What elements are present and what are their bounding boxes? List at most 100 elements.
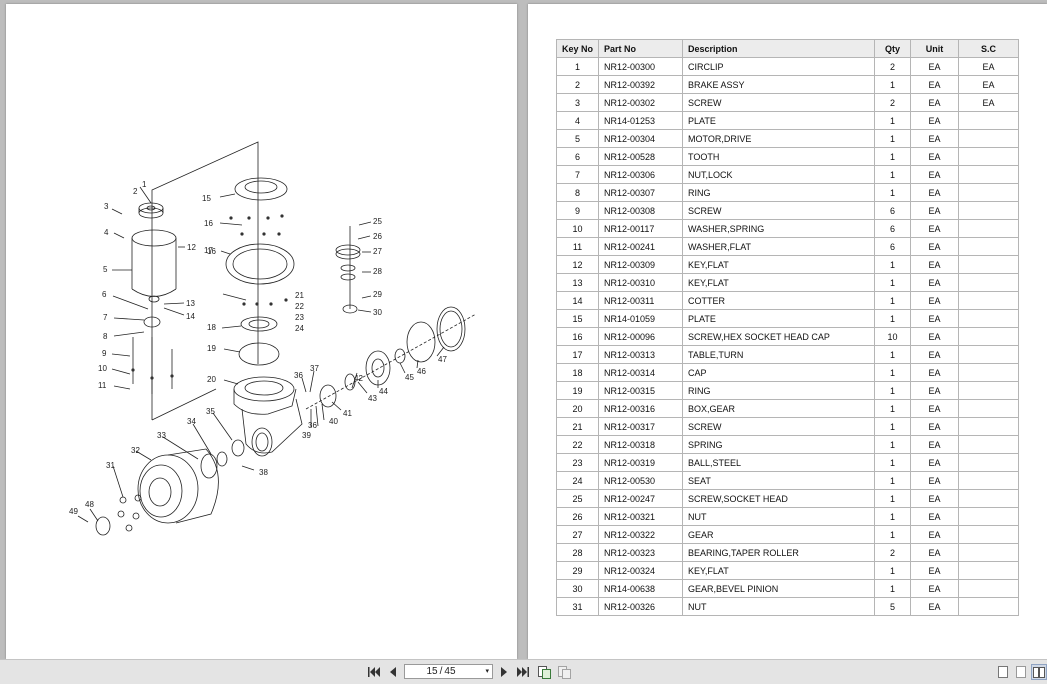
cell-sc xyxy=(958,489,1020,508)
cell-description: BOX,GEAR xyxy=(682,399,876,418)
cell-sc xyxy=(958,525,1020,544)
cell-unit: EA xyxy=(910,471,960,490)
cell-description: GEAR,BEVEL PINION xyxy=(682,579,876,598)
cell-qty: 1 xyxy=(874,417,912,436)
cell-part-no: NR12-00117 xyxy=(598,219,684,238)
prev-page-icon[interactable] xyxy=(385,664,401,680)
cell-key-no: 30 xyxy=(555,579,600,598)
cell-description: SCREW xyxy=(682,417,876,436)
cell-sc xyxy=(958,309,1020,328)
cell-unit: EA xyxy=(910,111,960,130)
cell-qty: 1 xyxy=(874,309,912,328)
cell-qty: 2 xyxy=(874,93,912,112)
next-page-icon[interactable] xyxy=(496,664,512,680)
cell-description: TABLE,TURN xyxy=(682,345,876,364)
callout-label: 4 xyxy=(104,228,109,237)
page-number-field[interactable]: 15/45 ▾ xyxy=(404,664,493,679)
cell-key-no: 14 xyxy=(555,291,600,310)
callout-label: 18 xyxy=(207,323,216,332)
cell-qty: 10 xyxy=(874,327,912,346)
cell-unit: EA xyxy=(910,489,960,508)
cell-key-no: 4 xyxy=(555,111,600,130)
cell-description: GEAR xyxy=(682,525,876,544)
cell-part-no: NR14-01059 xyxy=(598,309,684,328)
first-page-icon[interactable] xyxy=(366,664,382,680)
cell-description: SCREW,SOCKET HEAD xyxy=(682,489,876,508)
cell-key-no: 2 xyxy=(555,75,600,94)
cell-qty: 1 xyxy=(874,255,912,274)
cell-description: PLATE xyxy=(682,309,876,328)
cell-description: NUT,LOCK xyxy=(682,165,876,184)
callout-label: 9 xyxy=(102,349,107,358)
callout-label: 39 xyxy=(302,431,311,440)
cell-description: SCREW,HEX SOCKET HEAD CAP xyxy=(682,327,876,346)
cell-key-no: 19 xyxy=(555,381,600,400)
cell-qty: 2 xyxy=(874,543,912,562)
cell-key-no: 8 xyxy=(555,183,600,202)
cell-sc xyxy=(958,363,1020,382)
exploded-parts-diagram: 1234567891011121314151616171819202122232… xyxy=(69,141,477,536)
cell-description: CAP xyxy=(682,363,876,382)
callout-label: 17 xyxy=(204,246,213,255)
cell-qty: 1 xyxy=(874,381,912,400)
last-page-icon[interactable] xyxy=(515,664,531,680)
cell-key-no: 25 xyxy=(555,489,600,508)
parts-table: Key No Part No Description Qty Unit S.C … xyxy=(555,39,1020,616)
callout-label: 28 xyxy=(373,267,382,276)
extract-page-icon[interactable] xyxy=(536,664,552,680)
cell-part-no: NR12-00308 xyxy=(598,201,684,220)
callout-label: 45 xyxy=(405,373,414,382)
cell-qty: 1 xyxy=(874,579,912,598)
cell-unit: EA xyxy=(910,237,960,256)
cell-sc xyxy=(958,345,1020,364)
cell-sc xyxy=(958,381,1020,400)
cell-qty: 1 xyxy=(874,165,912,184)
cell-sc xyxy=(958,471,1020,490)
two-page-view-icon[interactable] xyxy=(1013,664,1029,680)
cell-part-no: NR12-00530 xyxy=(598,471,684,490)
cell-part-no: NR12-00307 xyxy=(598,183,684,202)
callout-label: 29 xyxy=(373,290,382,299)
page-indicator: 15/45 xyxy=(409,666,473,677)
cell-key-no: 7 xyxy=(555,165,600,184)
callout-label: 23 xyxy=(295,313,304,322)
cell-description: BRAKE ASSY xyxy=(682,75,876,94)
callout-label: 11 xyxy=(98,381,107,390)
cell-unit: EA xyxy=(910,129,960,148)
cell-part-no: NR12-00321 xyxy=(598,507,684,526)
cell-key-no: 9 xyxy=(555,201,600,220)
cell-sc xyxy=(958,543,1020,562)
copy-page-icon[interactable] xyxy=(556,664,572,680)
callout-label: 48 xyxy=(85,500,94,509)
cell-part-no: NR14-00638 xyxy=(598,579,684,598)
cell-key-no: 3 xyxy=(555,93,600,112)
cell-sc xyxy=(958,597,1020,616)
header-unit: Unit xyxy=(910,39,960,58)
continuous-view-icon[interactable] xyxy=(1031,664,1047,680)
cell-sc xyxy=(958,507,1020,526)
cell-sc xyxy=(958,453,1020,472)
cell-part-no: NR12-00315 xyxy=(598,381,684,400)
cell-unit: EA xyxy=(910,381,960,400)
cell-description: NUT xyxy=(682,597,876,616)
cell-sc xyxy=(958,417,1020,436)
page-dropdown-icon[interactable]: ▾ xyxy=(485,668,489,675)
single-page-view-icon[interactable] xyxy=(995,664,1011,680)
cell-description: TOOTH xyxy=(682,147,876,166)
viewer-toolbar: 15/45 ▾ xyxy=(0,659,1047,684)
cell-unit: EA xyxy=(910,273,960,292)
cell-sc xyxy=(958,201,1020,220)
cell-unit: EA xyxy=(910,435,960,454)
cell-part-no: NR12-00317 xyxy=(598,417,684,436)
cell-qty: 1 xyxy=(874,291,912,310)
callout-label: 47 xyxy=(438,355,447,364)
